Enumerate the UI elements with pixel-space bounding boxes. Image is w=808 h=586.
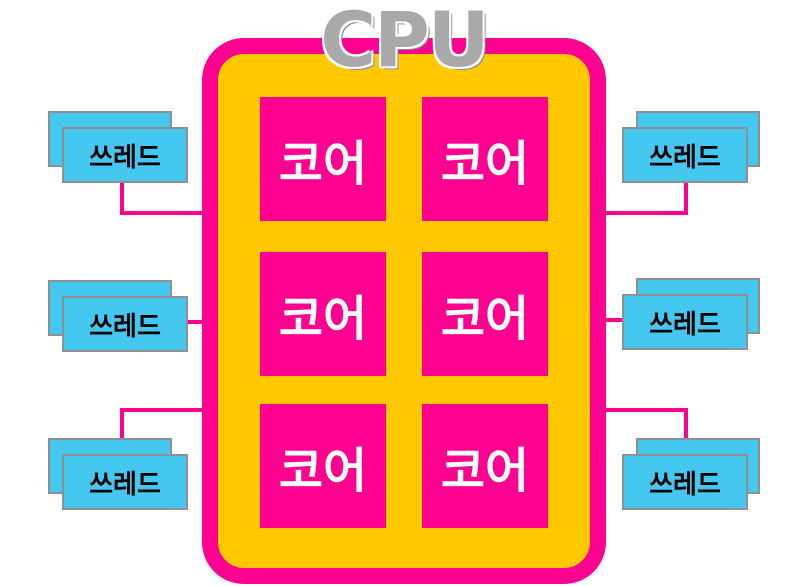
thread-label: 쓰레드 — [622, 127, 748, 183]
thread-left-bottom: 쓰레드 — [48, 438, 188, 510]
thread-label: 쓰레드 — [622, 454, 748, 510]
thread-left-top: 쓰레드 — [48, 111, 188, 183]
core-bottom-right: 코어 — [422, 404, 548, 528]
thread-left-middle: 쓰레드 — [48, 280, 188, 352]
core-middle-left: 코어 — [260, 252, 386, 376]
thread-label: 쓰레드 — [62, 127, 188, 183]
cpu-title: CPU — [320, 0, 489, 84]
thread-label: 쓰레드 — [622, 294, 748, 350]
thread-label: 쓰레드 — [62, 454, 188, 510]
core-middle-right: 코어 — [422, 252, 548, 376]
thread-right-bottom: 쓰레드 — [622, 438, 762, 510]
thread-right-top: 쓰레드 — [622, 111, 762, 183]
core-top-left: 코어 — [260, 97, 386, 221]
thread-right-middle: 쓰레드 — [622, 278, 762, 350]
core-bottom-left: 코어 — [260, 404, 386, 528]
thread-label: 쓰레드 — [62, 296, 188, 352]
core-top-right: 코어 — [422, 97, 548, 221]
